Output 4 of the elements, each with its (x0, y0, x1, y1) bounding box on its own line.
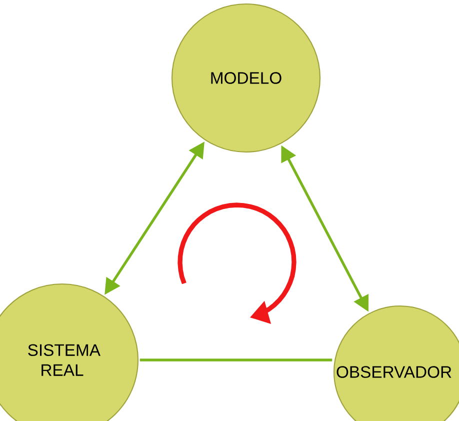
circle-node: SISTEMA REAL (0, 283, 139, 421)
circle-node: MODELO (171, 3, 321, 153)
connector-line (140, 358, 332, 362)
circle-node: OBSERVADOR (333, 305, 459, 421)
